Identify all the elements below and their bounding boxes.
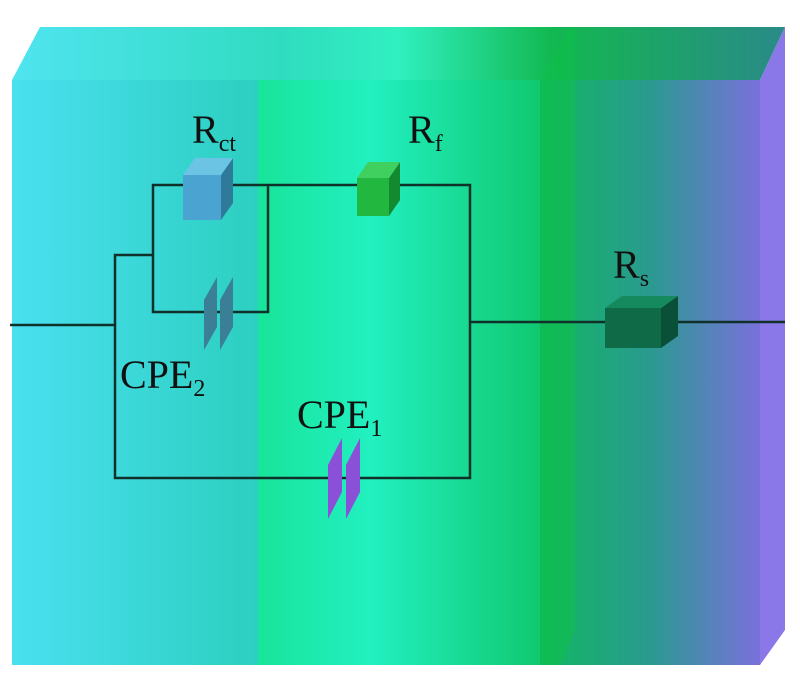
- rf-resistor: [357, 162, 400, 216]
- rs-resistor: [605, 296, 678, 348]
- slab-top-face: [12, 27, 785, 80]
- middle-slab-edge: [540, 27, 575, 665]
- cpe2-element: [204, 277, 233, 350]
- cpe1-label: CPE1: [297, 392, 382, 442]
- cpe1-element: [328, 438, 360, 519]
- right-slab: [540, 80, 760, 665]
- rf-label: Rf: [408, 107, 443, 157]
- rct-resistor: [183, 158, 233, 220]
- slab-side-face: [760, 27, 785, 665]
- cpe2-label: CPE2: [120, 352, 205, 402]
- rs-label: Rs: [613, 242, 649, 292]
- rct-label: Rct: [192, 107, 236, 157]
